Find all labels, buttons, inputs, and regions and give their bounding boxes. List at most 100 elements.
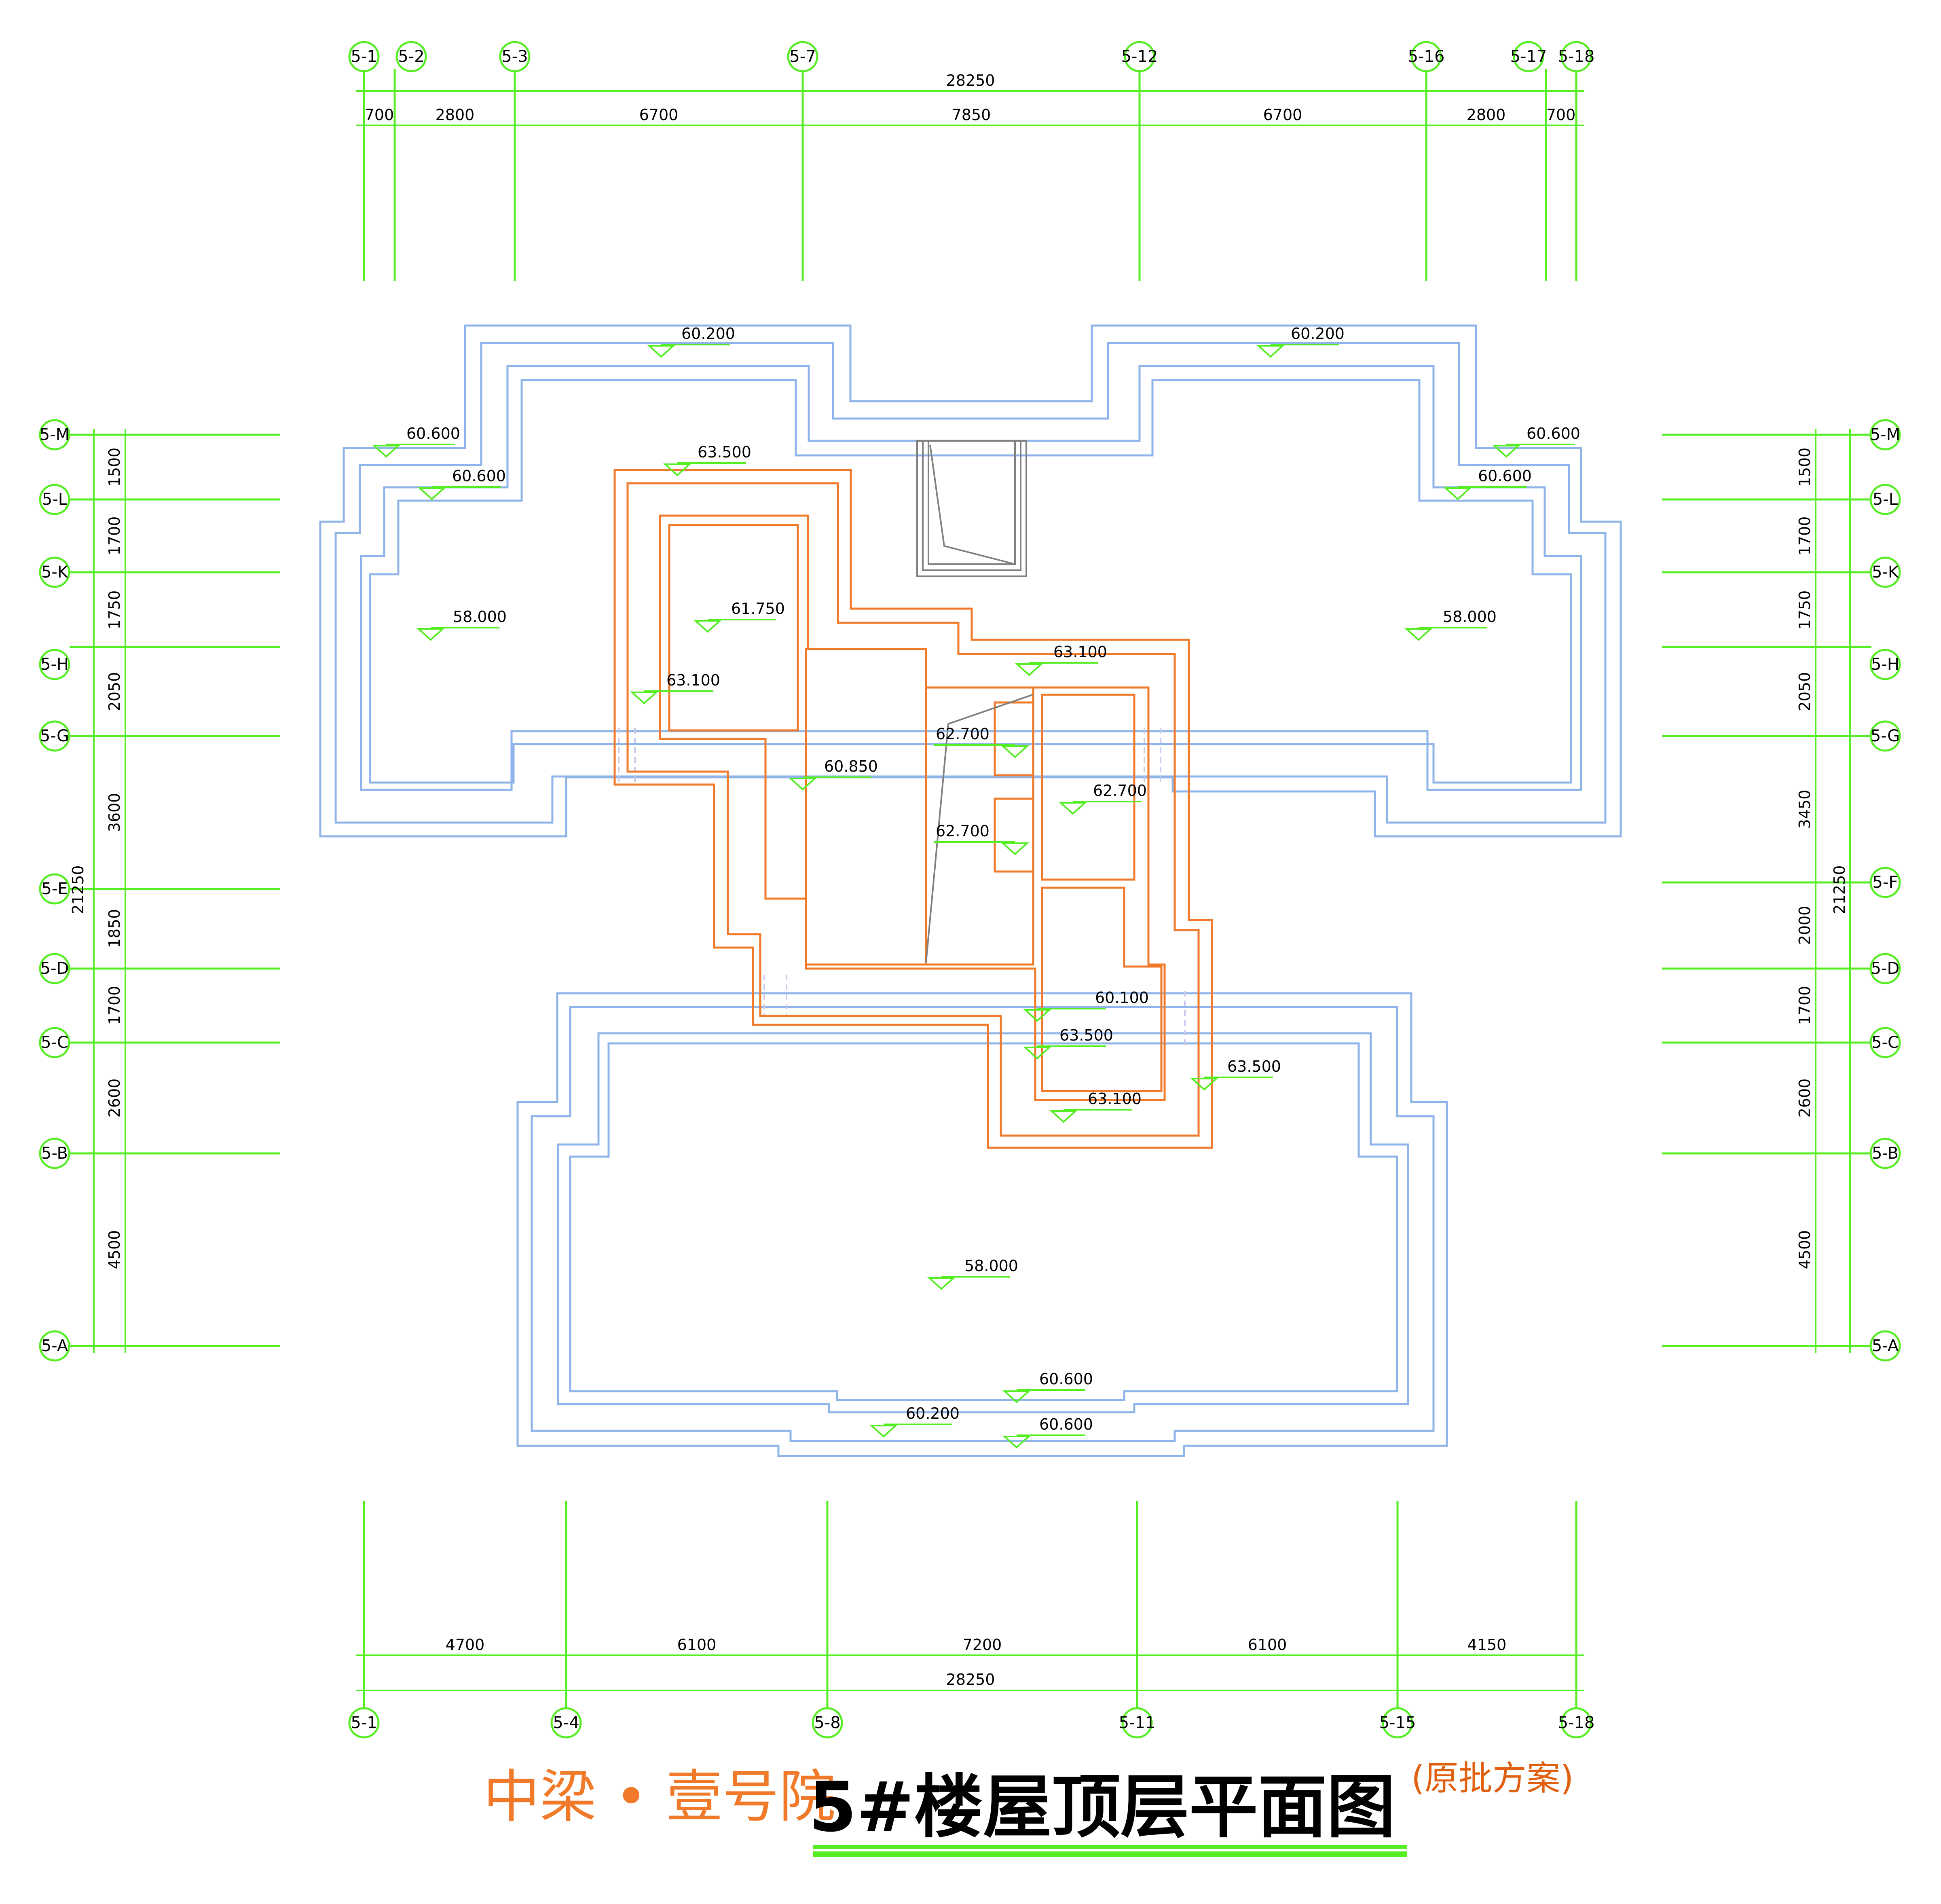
- elevation-triangle: [647, 345, 676, 358]
- axis-bubble: [812, 1707, 843, 1739]
- elevation-label: 62.700: [936, 725, 990, 743]
- axis-bubble: [1869, 953, 1901, 984]
- elevation-label: 60.200: [1291, 325, 1345, 343]
- bottom-dimension: 6100: [677, 1636, 717, 1654]
- axis-label: 5-18: [1558, 47, 1595, 66]
- axis-label: 5-12: [1121, 47, 1158, 66]
- elevation-label: 60.600: [1039, 1415, 1093, 1433]
- axis-label: 5-A: [1872, 1337, 1899, 1355]
- axis-label: 5-K: [41, 563, 69, 582]
- elevation-label: 63.500: [1227, 1058, 1281, 1075]
- bottom-total-dimension: 28250: [946, 1671, 995, 1688]
- top-dimension: 2800: [1467, 106, 1506, 124]
- elevation-label: 58.000: [964, 1257, 1018, 1275]
- axis-bubble: [1513, 41, 1544, 72]
- right-dimension: 3450: [1796, 790, 1814, 829]
- left-dimension: 3600: [106, 793, 123, 832]
- elevation-triangle: [1023, 1009, 1052, 1022]
- hatch-frame-outer: [916, 440, 1027, 577]
- axis-bubble: [1121, 1707, 1153, 1739]
- axis-label: 5-B: [41, 1144, 68, 1163]
- elevation-triangle: [788, 778, 817, 791]
- elevation-triangle: [372, 445, 401, 458]
- hatch-frame-inner: [922, 440, 1021, 571]
- right-dimension: 4500: [1796, 1230, 1814, 1269]
- outer-parapet-walls: [319, 324, 1622, 1457]
- axis-bubble: [348, 1707, 380, 1739]
- axis-label: 5-1: [351, 47, 377, 66]
- axis-bubble: [1869, 556, 1901, 588]
- elevation-label: 60.600: [406, 425, 460, 442]
- drawing-title: 5#楼屋顶层平面图: [809, 1767, 1395, 1847]
- left-dimension: 1750: [106, 590, 123, 630]
- elevation-triangle: [693, 620, 722, 633]
- axis-label: 5-G: [1871, 727, 1900, 745]
- core-room-machine: [1041, 694, 1135, 881]
- core-room-lower: [1041, 886, 1163, 1092]
- elevation-triangle: [1049, 1110, 1078, 1123]
- axis-label: 5-18: [1558, 1714, 1595, 1732]
- axis-bubble: [1410, 41, 1442, 72]
- project-name: 中梁 • 壹号院: [483, 1764, 836, 1830]
- hatch-opening-line: [929, 444, 1015, 565]
- left-dimension: 2600: [106, 1079, 123, 1118]
- axis-label: 5-17: [1510, 47, 1547, 66]
- elevation-label: 62.700: [1093, 782, 1147, 800]
- axis-label: 5-D: [1871, 959, 1900, 978]
- elevation-triangle: [1190, 1078, 1219, 1091]
- axis-label: 5-11: [1119, 1714, 1156, 1732]
- elevation-label: 60.100: [1095, 989, 1149, 1007]
- axis-label: 5-M: [1870, 425, 1900, 444]
- right-dimension: 1700: [1796, 986, 1814, 1025]
- axis-label: 5-C: [1871, 1033, 1899, 1052]
- top-dimension: 700: [365, 106, 394, 124]
- axis-label: 5-M: [40, 425, 70, 444]
- top-dimension: 7850: [952, 106, 991, 124]
- axis-label: 5-G: [40, 727, 69, 745]
- bottom-dimension: 4150: [1467, 1636, 1507, 1654]
- elevation-triangle: [1000, 842, 1030, 855]
- elevation-triangle: [1000, 745, 1030, 758]
- elevation-triangle: [1492, 445, 1521, 458]
- left-axis-group: 5-M 5-L 5-K 5-H 5-G 5-E 5-D 5-C 5-B 5-A …: [39, 419, 280, 1362]
- axis-bubble: [1869, 1138, 1901, 1169]
- wall-outline-lower-innermost: [569, 1042, 1398, 1401]
- elevation-triangle: [1404, 628, 1433, 641]
- wall-outline-lower-inner: [557, 1032, 1409, 1413]
- elevation-label: 62.700: [936, 822, 990, 840]
- axis-label: 5-H: [40, 655, 69, 674]
- axis-bubble: [1382, 1707, 1413, 1739]
- left-dimension: 1700: [106, 986, 123, 1025]
- core-outline-inner: [626, 482, 1200, 1137]
- axis-bubble: [499, 41, 531, 72]
- axis-label: 5-L: [42, 490, 68, 509]
- bottom-dimension: 7200: [963, 1636, 1002, 1654]
- elevation-label: 63.500: [1059, 1026, 1113, 1044]
- axis-label: 5-H: [1871, 655, 1899, 674]
- elevation-triangle: [1256, 345, 1285, 358]
- left-dimension: 4500: [106, 1230, 123, 1269]
- hatch-frame-innermost: [928, 440, 1016, 565]
- drawing-title-block: 中梁 • 壹号院 5#楼屋顶层平面图 (原批方案): [0, 1751, 1941, 1856]
- title-underline: [813, 1845, 1407, 1851]
- left-dimension: 1500: [106, 448, 123, 487]
- elevation-label: 63.100: [1053, 643, 1107, 661]
- elevation-label: 60.600: [1527, 425, 1580, 442]
- axis-label: 5-2: [398, 47, 424, 66]
- top-dimension: 6700: [1263, 106, 1302, 124]
- elevation-label: 60.200: [681, 325, 735, 343]
- axis-bubble: [39, 649, 70, 680]
- axis-bubble: [39, 419, 70, 451]
- elevation-triangle: [1023, 1047, 1052, 1060]
- axis-bubble: [39, 1330, 70, 1362]
- top-axis-group: 5-1 5-2 5-3 5-7 5-12 5-16 5-17 5-18 2825…: [348, 41, 1595, 281]
- axis-bubble: [1869, 867, 1901, 898]
- axis-label: 5-E: [41, 880, 68, 898]
- axis-bubble: [787, 41, 818, 72]
- elevation-label: 60.850: [824, 757, 878, 775]
- axis-label: 5-16: [1408, 47, 1445, 66]
- axis-label: 5-1: [351, 1714, 377, 1732]
- axis-label: 5-8: [814, 1714, 840, 1732]
- core-walls: [613, 469, 1213, 1149]
- wall-outline-upper-middle: [334, 342, 1607, 824]
